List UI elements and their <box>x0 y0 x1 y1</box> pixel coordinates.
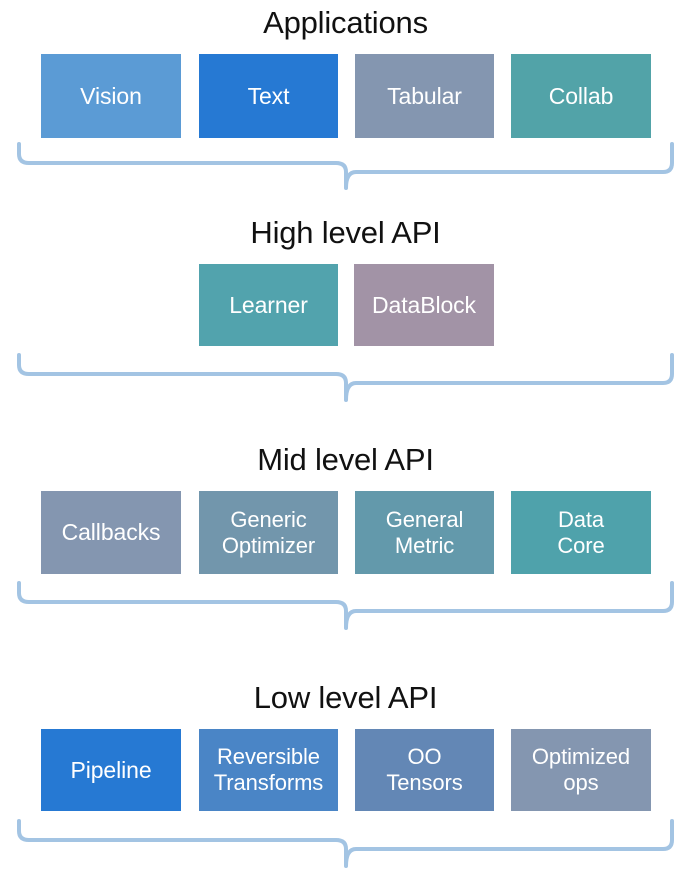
brace-under-high-level-api <box>17 353 674 402</box>
layer-heading-mid-level-api: Mid level API <box>257 442 434 477</box>
box-datablock[interactable]: DataBlock <box>354 264 494 346</box>
box-vision[interactable]: Vision <box>41 54 181 138</box>
box-tabular[interactable]: Tabular <box>355 54 494 138</box>
brace-under-mid-level-api <box>17 581 674 630</box>
box-learner[interactable]: Learner <box>199 264 338 346</box>
box-collab[interactable]: Collab <box>511 54 651 138</box>
box-optimized-ops-label: Optimized ops <box>531 744 631 795</box>
box-reversible-transforms-label: Reversible Transforms <box>213 744 324 795</box>
box-oo-tensors-label: OO Tensors <box>386 744 463 795</box>
box-text-label: Text <box>247 82 290 109</box>
box-optimized-ops[interactable]: Optimized ops <box>511 729 651 811</box>
box-pipeline-label: Pipeline <box>70 756 152 783</box>
box-text[interactable]: Text <box>199 54 338 138</box>
box-callbacks-label: Callbacks <box>61 519 161 545</box>
box-general-metric[interactable]: General Metric <box>355 491 494 574</box>
brace-under-low-level-api <box>17 819 674 868</box>
layer-heading-low-level-api: Low level API <box>253 680 438 715</box>
box-tabular-label: Tabular <box>387 82 462 109</box>
box-oo-tensors[interactable]: OO Tensors <box>355 729 494 811</box>
box-generic-optimizer[interactable]: Generic Optimizer <box>199 491 338 574</box>
box-pipeline[interactable]: Pipeline <box>41 729 181 811</box>
layer-heading-applications: Applications <box>263 5 428 40</box>
box-generic-optimizer-label: Generic Optimizer <box>221 506 316 558</box>
box-callbacks[interactable]: Callbacks <box>41 491 181 574</box>
box-reversible-transforms[interactable]: Reversible Transforms <box>199 729 338 811</box>
box-general-metric-label: General Metric <box>385 506 464 558</box>
box-vision-label: Vision <box>80 82 142 109</box>
box-datablock-label: DataBlock <box>372 291 476 318</box>
box-data-core[interactable]: Data Core <box>511 491 651 574</box>
box-collab-label: Collab <box>548 82 614 109</box>
box-data-core-label: Data Core <box>557 506 605 558</box>
box-learner-label: Learner <box>229 291 308 318</box>
brace-under-applications <box>17 142 674 190</box>
layer-heading-high-level-api: High level API <box>250 215 441 250</box>
